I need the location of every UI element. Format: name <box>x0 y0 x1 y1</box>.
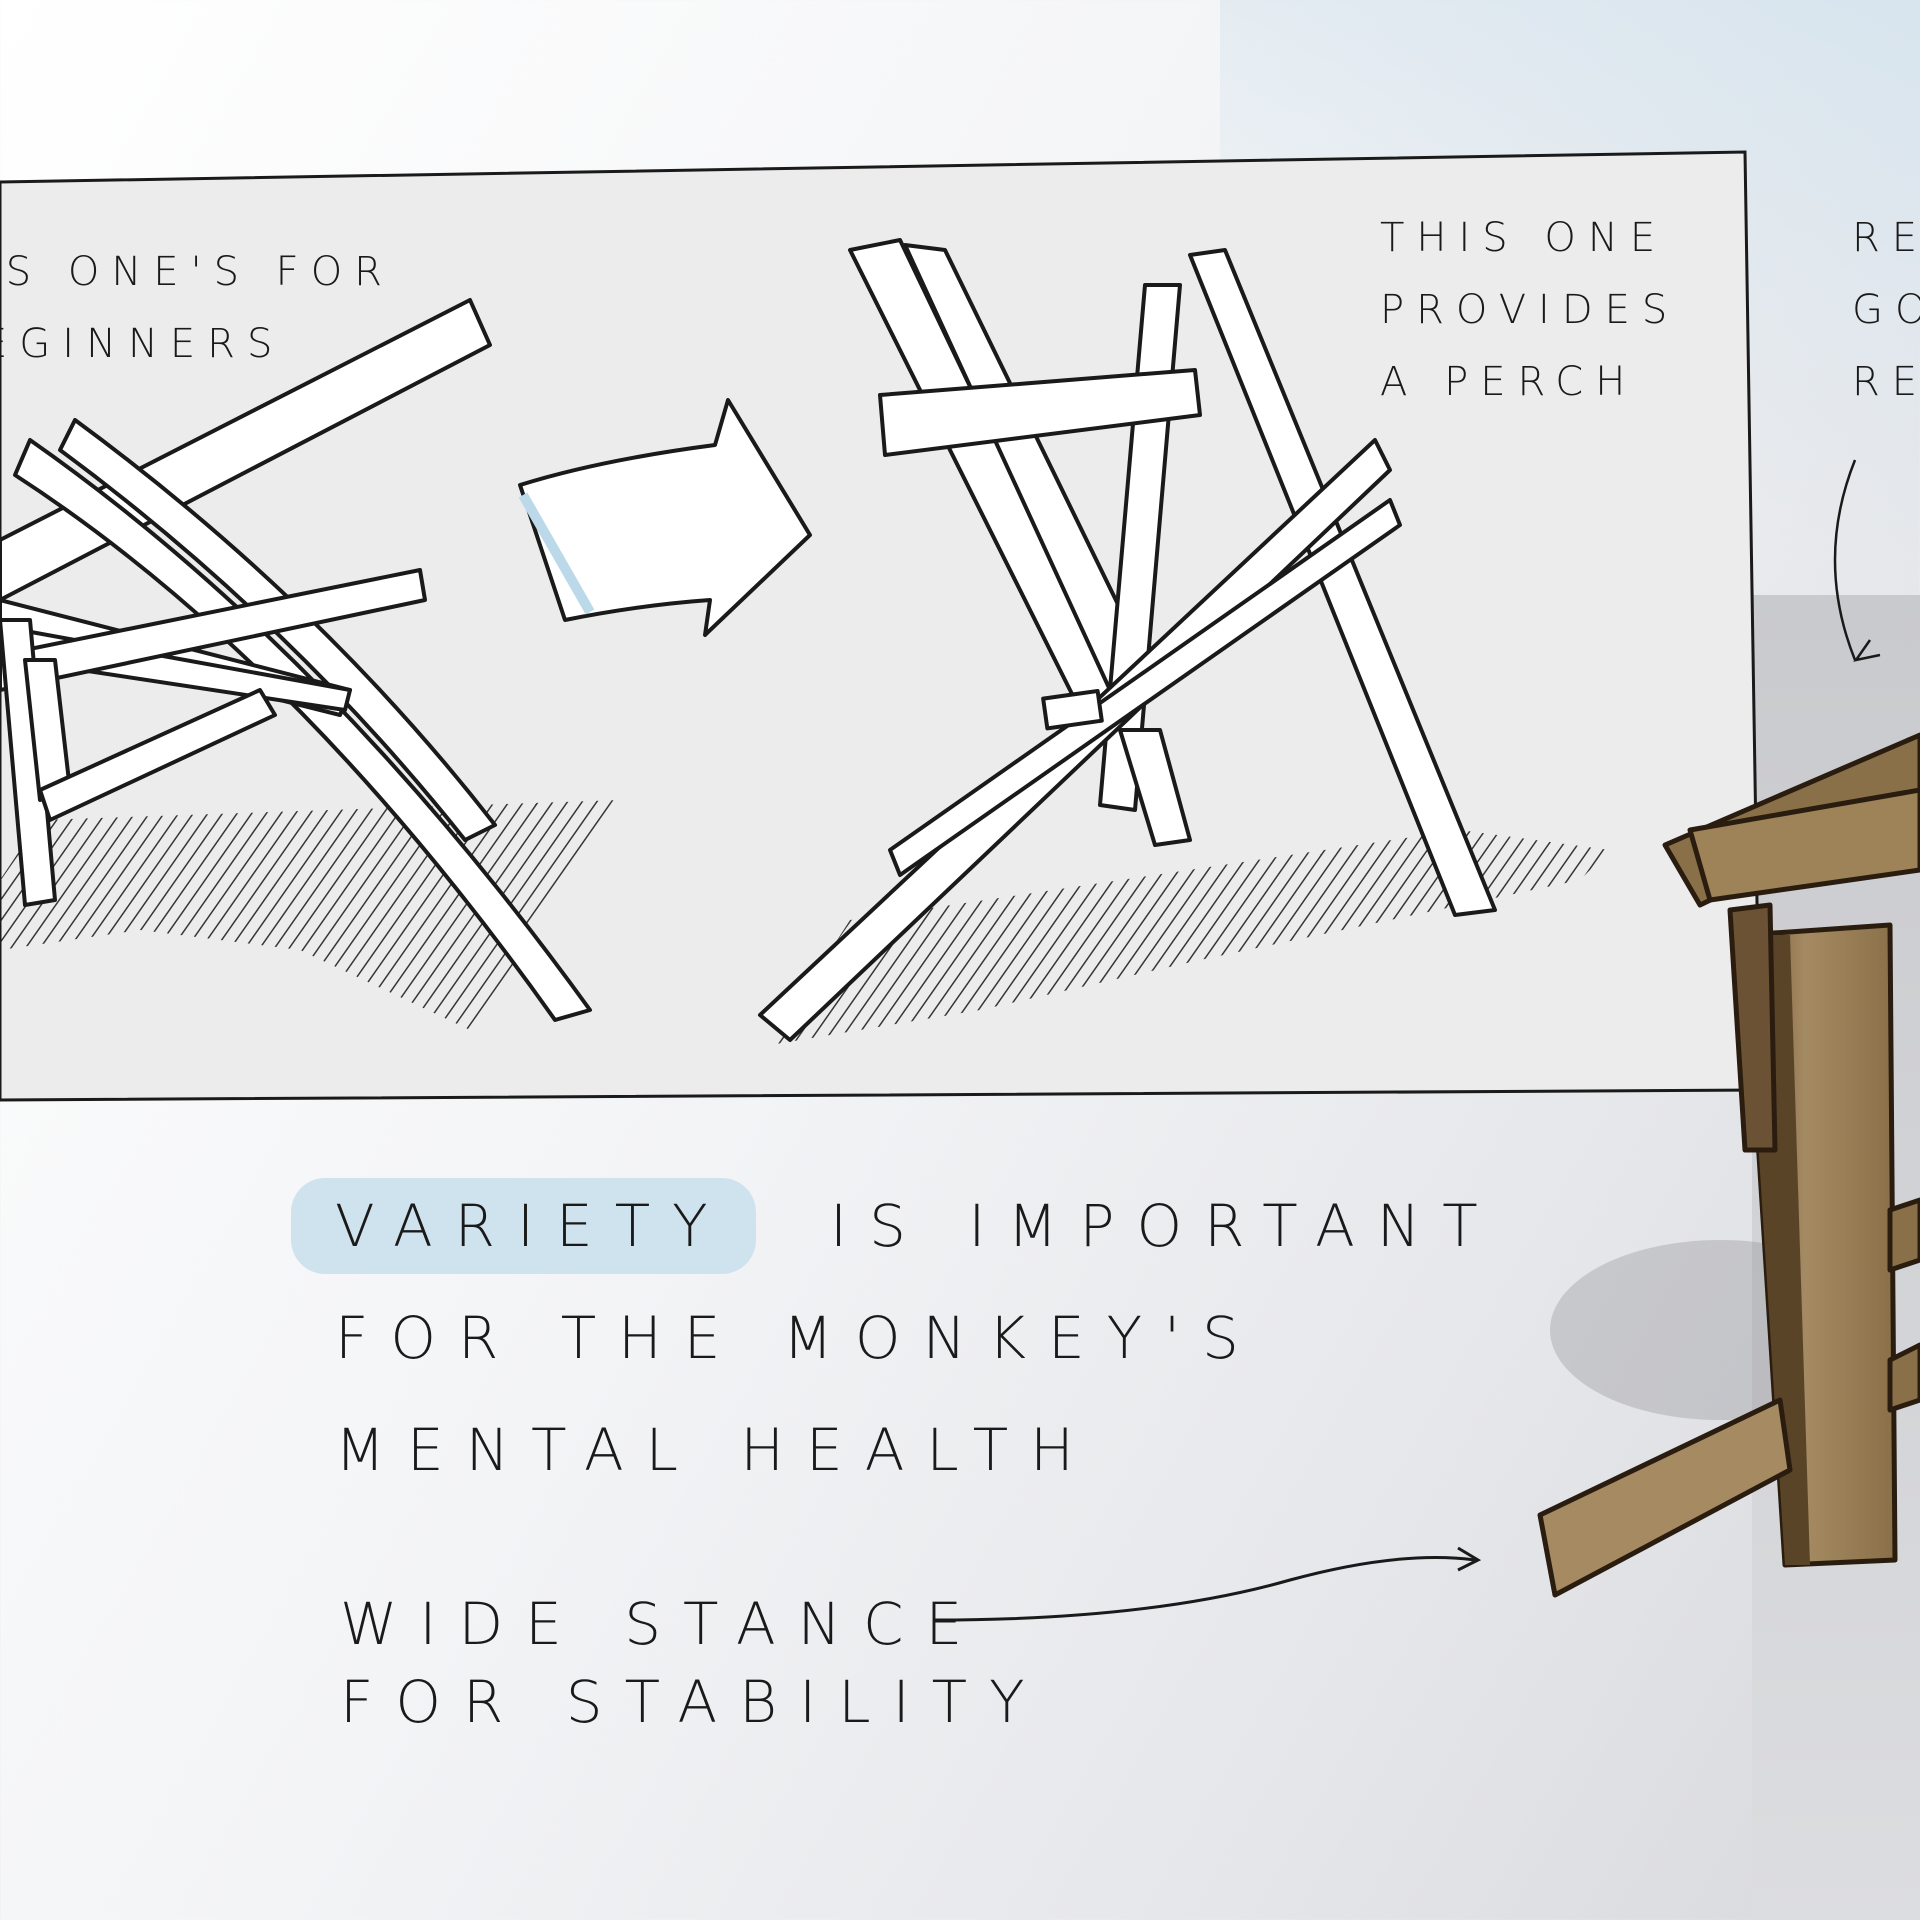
stance-note: WIDE STANCE FOR STABILITY <box>340 1585 1047 1741</box>
beginners-note-line-2: EGINNERS <box>0 321 285 367</box>
stance-line-1: WIDE STANCE <box>340 1590 985 1658</box>
perch-note-line-3: A PERCH <box>1380 359 1638 405</box>
variety-line-2: FOR THE MONKEY'S <box>335 1304 1261 1372</box>
arrow-icon <box>518 398 812 637</box>
right-partial-line-1: RE <box>1852 215 1920 261</box>
beginners-note-line-1: IS ONE'S FOR <box>0 249 394 295</box>
right-partial-line-3: RE <box>1852 359 1920 405</box>
variety-note: VARIETY IS IMPORTANT FOR THE MONKEY'S ME… <box>291 1170 1500 1506</box>
pointer-arrow-top <box>1833 459 1857 661</box>
variety-highlight: VARIETY <box>291 1178 756 1274</box>
right-partial-line-2: GO <box>1852 287 1920 333</box>
variety-line-1: VARIETY IS IMPORTANT <box>291 1170 1500 1282</box>
wooden-structure <box>1537 732 1920 1598</box>
beginners-note: IS ONE'S FOR EGINNERS <box>0 236 394 380</box>
stance-line-2: FOR STABILITY <box>340 1668 1047 1736</box>
perch-note-line-1: THIS ONE <box>1380 215 1668 261</box>
pointer-arrow-stance <box>934 1556 1476 1622</box>
right-partial-note: RE GO RE <box>1852 202 1920 418</box>
perch-note: THIS ONE PROVIDES A PERCH <box>1380 202 1679 418</box>
perch-note-line-2: PROVIDES <box>1380 287 1680 333</box>
beginner-structure-drawing <box>0 298 620 1030</box>
variety-line-3: MENTAL HEALTH <box>335 1416 1096 1484</box>
variety-line-1-rest: IS IMPORTANT <box>830 1192 1500 1260</box>
perch-structure-drawing <box>758 238 1610 1045</box>
